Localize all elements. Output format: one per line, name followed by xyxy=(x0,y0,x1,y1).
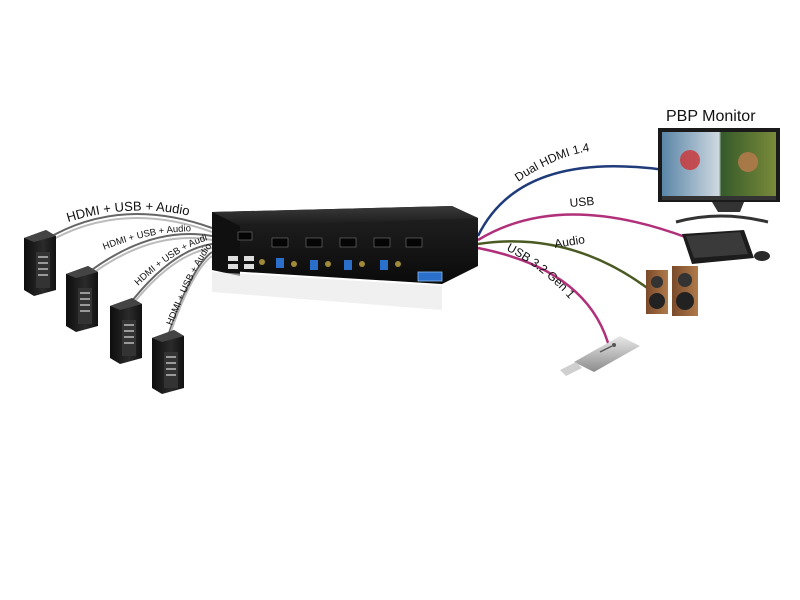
computer-1 xyxy=(24,230,56,296)
usb-cable xyxy=(477,213,689,242)
usb-b-port xyxy=(344,260,352,270)
hdmi-port xyxy=(373,237,391,248)
usb-b-port xyxy=(380,260,388,270)
computer-4 xyxy=(152,330,184,394)
hdmi-port xyxy=(305,237,323,248)
kvm-switch xyxy=(212,206,478,284)
usb-link-label: USB xyxy=(569,194,595,210)
usb-b-port xyxy=(276,258,284,268)
pc-cables xyxy=(44,213,213,350)
computer-3 xyxy=(110,298,142,364)
hdmi-port xyxy=(339,237,357,248)
monitor-title: PBP Monitor xyxy=(666,108,756,125)
usb-a-port xyxy=(244,264,254,269)
usb-a-port xyxy=(228,256,238,261)
audio-cable xyxy=(477,240,651,292)
usb3-port xyxy=(417,271,443,282)
audio-link-label: Audio xyxy=(553,232,586,251)
usb-a-port xyxy=(228,264,238,269)
usb-b-port xyxy=(310,260,318,270)
kvm-reflection xyxy=(212,272,442,310)
hdmi-cable xyxy=(476,164,666,237)
usb-flash-drive xyxy=(560,336,640,376)
speakers xyxy=(646,266,698,316)
hdmi-port xyxy=(237,231,253,241)
hdmi-port xyxy=(271,237,289,248)
audio-jack xyxy=(259,259,265,265)
usb-a-port xyxy=(244,256,254,261)
audio-jack xyxy=(325,261,331,267)
computer-2 xyxy=(66,266,98,332)
monitor-link-label: Dual HDMI 1.4 xyxy=(512,140,591,184)
audio-jack xyxy=(395,261,401,267)
pbp-monitor xyxy=(658,128,780,224)
hdmi-port xyxy=(405,237,423,248)
keyboard-mouse xyxy=(682,230,770,264)
flash-cable xyxy=(477,246,612,351)
audio-jack xyxy=(359,261,365,267)
audio-jack xyxy=(291,261,297,267)
